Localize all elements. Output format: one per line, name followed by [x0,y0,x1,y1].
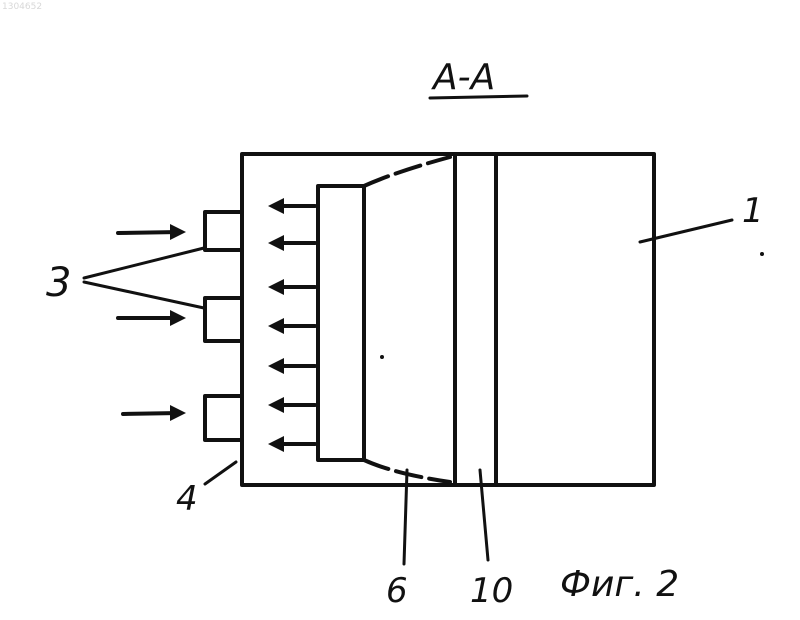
inflow-arrow-middle [118,310,186,326]
part-label-partition: 10 [470,571,513,611]
leader-line-nozzle-top [84,248,204,278]
document-id: 1304652 [2,2,42,12]
section-label: А-А [431,57,495,98]
leader-line-nozzle-middle [84,282,204,308]
nozzle-bottom [205,396,242,440]
nozzle-middle [205,298,242,341]
internal-arrow [268,436,315,452]
chamber-upper-contour [364,157,450,186]
part-label-chamber: 6 [386,571,408,611]
part-label-wall: 4 [176,479,198,519]
inner-block [318,186,364,460]
internal-arrow [268,397,315,413]
speck [380,355,384,359]
leader-line-wall [205,462,236,484]
internal-arrow [268,318,315,334]
internal-arrow [268,235,315,251]
inflow-arrow-top [118,224,186,240]
internal-arrow [268,358,315,374]
nozzle-top [205,212,242,250]
part-label-housing: 1 [742,191,764,231]
part-label-nozzles: 3 [46,260,71,306]
internal-arrow [268,198,315,214]
section-label-underline [430,96,527,98]
figure-caption: Фиг. 2 [560,564,679,605]
housing-outline [242,154,654,485]
inflow-arrow-bottom [123,405,186,421]
internal-arrow [268,279,315,295]
speck [760,252,764,256]
